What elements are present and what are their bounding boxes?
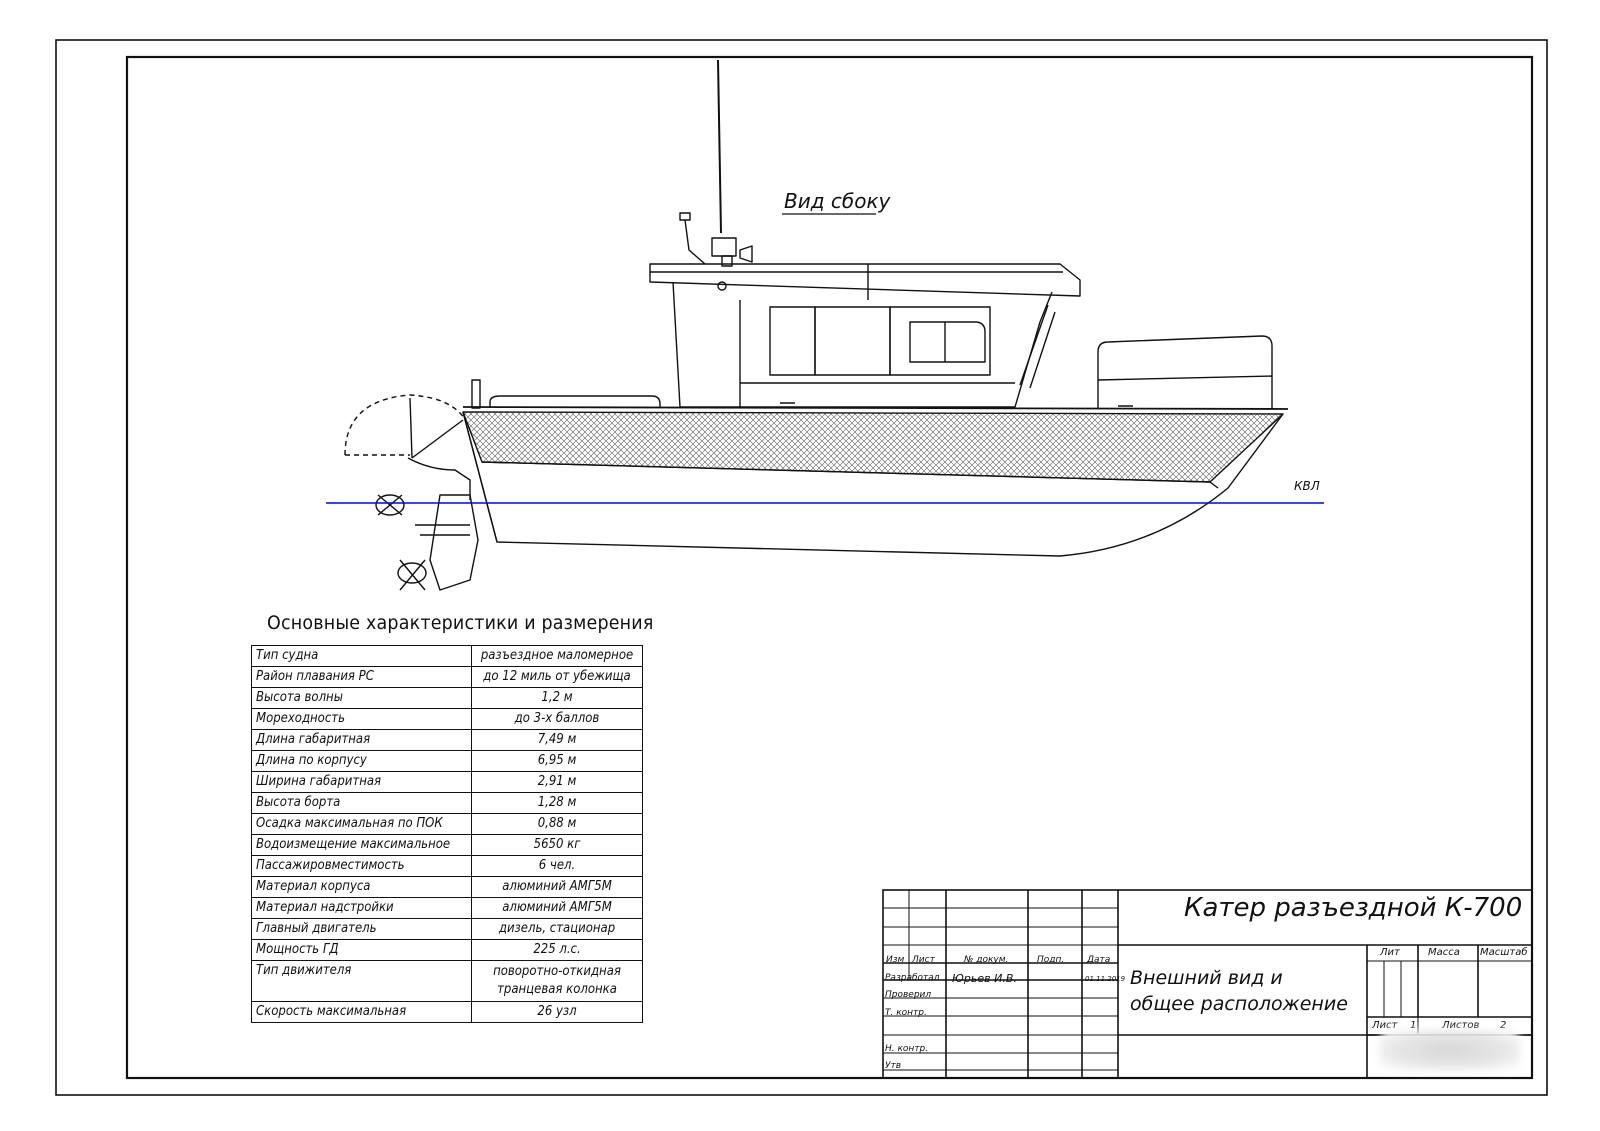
tilt-arc bbox=[344, 394, 471, 456]
col-doc: № докум. bbox=[964, 955, 1009, 965]
spec-param: Материал корпуса bbox=[251, 876, 472, 898]
stern-rail bbox=[489, 395, 661, 408]
role-norm-control: Н. контр. bbox=[885, 1044, 929, 1054]
role-approved: Утв bbox=[885, 1061, 902, 1071]
inner-frame bbox=[125, 55, 1534, 1080]
outdrive-gear bbox=[375, 457, 479, 591]
spec-param: Длина габаритная bbox=[251, 729, 472, 751]
bow-rail bbox=[1097, 335, 1273, 408]
spec-param: Мореходность bbox=[251, 708, 472, 730]
spec-param: Водоизмещение максимальное bbox=[251, 834, 472, 856]
spec-param: Главный двигатель bbox=[251, 918, 472, 940]
col-list: Лист bbox=[912, 955, 935, 965]
cabin-roof bbox=[649, 263, 1081, 297]
cabin-roof-equipment bbox=[679, 212, 753, 267]
drawing-name: Катер разъездной К-700 bbox=[1184, 893, 1523, 923]
spec-value: поворотно-откидная транцевая колонка bbox=[471, 960, 643, 1002]
spec-param: Тип судна bbox=[251, 645, 472, 667]
hull bbox=[462, 411, 1284, 557]
cabin-window-3 bbox=[889, 306, 991, 376]
lit-label: Лит bbox=[1380, 947, 1400, 958]
spec-param: Ширина габаритная bbox=[251, 771, 472, 793]
scale-label: Масштаб bbox=[1480, 947, 1528, 958]
sheets-total: 2 bbox=[1500, 1020, 1507, 1031]
spec-param: Скорость максимальная bbox=[251, 1001, 472, 1023]
spec-value: 1,28 м bbox=[471, 792, 643, 814]
spec-value: алюминий АМГ5М bbox=[471, 897, 643, 919]
spec-value: 0,88 м bbox=[471, 813, 643, 835]
role-developed: Разработал bbox=[885, 973, 940, 983]
spec-value: до 3-х баллов bbox=[471, 708, 643, 730]
spec-value: 6 чел. bbox=[471, 855, 643, 877]
spec-value: 7,49 м bbox=[471, 729, 643, 751]
spec-param: Длина по корпусу bbox=[251, 750, 472, 772]
spec-value: 1,2 м bbox=[471, 687, 643, 709]
spec-param: Высота волны bbox=[251, 687, 472, 709]
organization-redacted bbox=[1380, 1030, 1520, 1070]
antenna bbox=[717, 59, 722, 234]
spec-value: 26 узл bbox=[471, 1001, 643, 1023]
role-tech-control: Т. контр. bbox=[885, 1008, 927, 1018]
hull-mesh-band bbox=[462, 411, 1284, 483]
spec-value: 5650 кг bbox=[471, 834, 643, 856]
spec-param: Район плавания РС bbox=[251, 666, 472, 688]
sheet-title: Внешний вид и общее расположение bbox=[1130, 967, 1348, 1015]
spec-param: Осадка максимальная по ПОК bbox=[251, 813, 472, 835]
spec-param: Тип движителя bbox=[251, 960, 472, 1002]
sheet-number: 1 bbox=[1410, 1020, 1417, 1031]
spec-param: Высота борта bbox=[251, 792, 472, 814]
deck-line bbox=[462, 406, 1289, 410]
spec-value: алюминий АМГ5М bbox=[471, 876, 643, 898]
spec-value: до 12 миль от убежища bbox=[471, 666, 643, 688]
spec-value: дизель, стационар bbox=[471, 918, 643, 940]
spec-param: Материал надстройки bbox=[251, 897, 472, 919]
mass-label: Масса bbox=[1428, 947, 1460, 958]
spec-value: 6,95 м bbox=[471, 750, 643, 772]
cabin-window-2 bbox=[814, 306, 891, 376]
specs-title: Основные характеристики и размерения bbox=[267, 612, 654, 634]
sheet-label: Лист bbox=[1372, 1020, 1398, 1031]
spec-value: 2,91 м bbox=[471, 771, 643, 793]
spec-value: 225 л.с. bbox=[471, 939, 643, 961]
col-date: Дата bbox=[1087, 955, 1111, 965]
col-izm: Изм bbox=[886, 955, 905, 965]
spec-param: Пассажировместимость bbox=[251, 855, 472, 877]
boat-side-view bbox=[344, 59, 1289, 591]
view-title: Вид сбоку bbox=[784, 189, 892, 213]
developer-date: 01.11.2019 bbox=[1085, 975, 1126, 983]
waterline-label: КВЛ bbox=[1294, 479, 1320, 493]
sheets-label: Листов bbox=[1442, 1020, 1480, 1031]
cabin-window-1 bbox=[769, 306, 816, 376]
role-checked: Проверил bbox=[885, 990, 932, 1000]
cabin-body bbox=[672, 281, 1053, 408]
spec-value: разъездное маломерное bbox=[471, 645, 643, 667]
spec-param: Мощность ГД bbox=[251, 939, 472, 961]
outer-frame bbox=[55, 39, 1548, 1096]
col-sign: Подп. bbox=[1037, 955, 1065, 965]
title-block bbox=[882, 889, 1533, 1079]
developer-name: Юрьев И.В. bbox=[952, 972, 1017, 985]
